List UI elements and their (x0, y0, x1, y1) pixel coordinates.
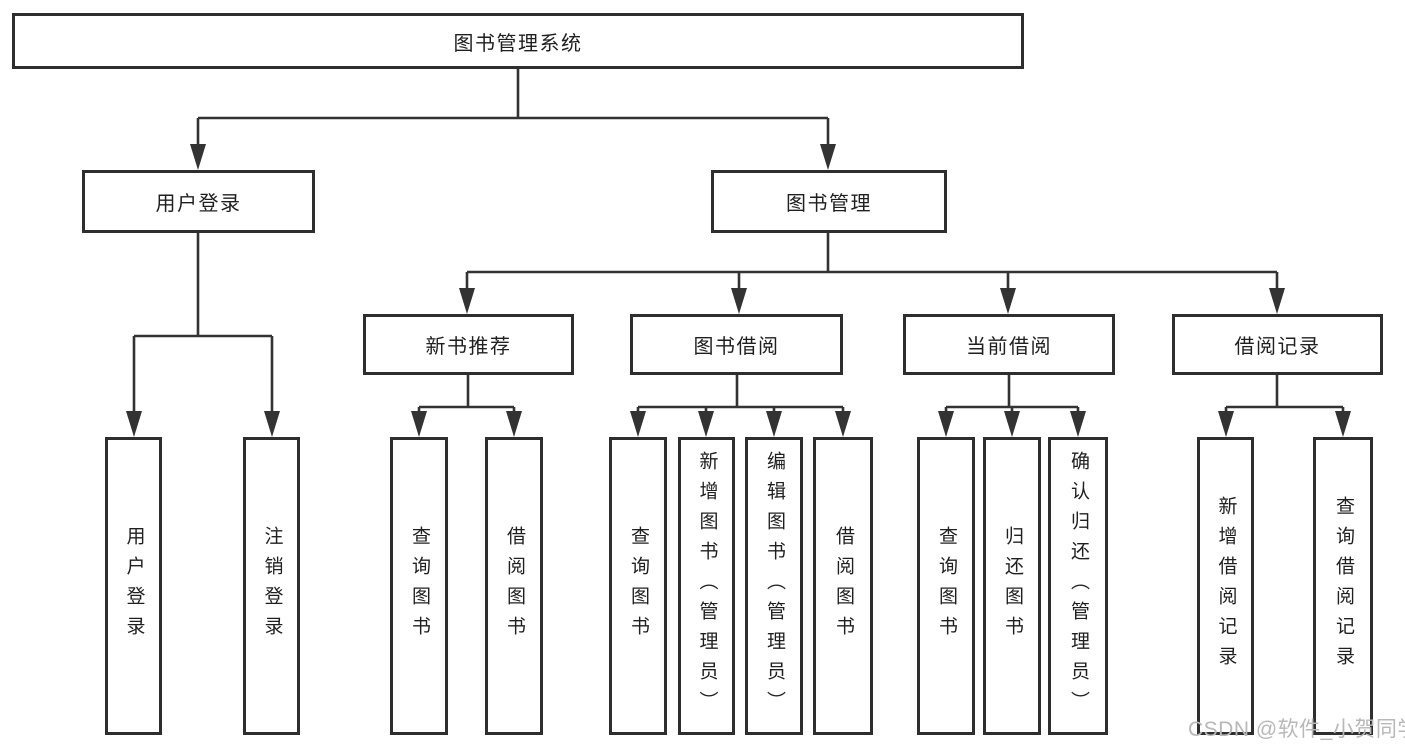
node-book-borrow-label: 图书借阅 (693, 336, 780, 358)
leaf-query-books-borrow-label: 查询图书 (627, 526, 649, 646)
leaf-borrow-books: 借阅图书 (813, 437, 873, 735)
leaf-add-borrow-record: 新增借阅记录 (1197, 437, 1254, 735)
arrowhead-icon (1218, 411, 1234, 437)
leaf-add-borrow-record-label: 新增借阅记录 (1215, 496, 1237, 676)
connector-borrow-records-children (1218, 375, 1351, 437)
leaf-add-books-admin-label: 新增图书（管理员） (696, 451, 718, 721)
arrowhead-icon (264, 411, 280, 437)
connector-book-management-children (459, 233, 1285, 314)
arrowhead-icon (835, 411, 851, 437)
node-borrow-records: 借阅记录 (1172, 314, 1383, 375)
arrowhead-icon (630, 411, 646, 437)
leaf-return-books-label: 归还图书 (1001, 526, 1023, 646)
node-book-management: 图书管理 (711, 170, 947, 233)
arrowhead-icon (1070, 411, 1086, 437)
leaf-add-books-admin: 新增图书（管理员） (678, 437, 735, 735)
leaf-query-borrow-record-label: 查询借阅记录 (1332, 496, 1354, 676)
leaf-return-books: 归还图书 (983, 437, 1041, 735)
node-current-borrow-label: 当前借阅 (966, 336, 1052, 358)
connector-user-login-children (126, 233, 280, 437)
leaf-logout-label: 注销登录 (261, 526, 283, 646)
node-book-borrow: 图书借阅 (630, 314, 843, 375)
arrowhead-icon (459, 288, 475, 314)
leaf-logout: 注销登录 (243, 437, 300, 735)
leaf-borrow-books-label: 借阅图书 (832, 526, 854, 646)
leaf-confirm-return-admin-label: 确认归还（管理员） (1067, 451, 1089, 721)
arrowhead-icon (1004, 411, 1020, 437)
leaf-query-books-recommend: 查询图书 (390, 437, 448, 735)
connector-current-borrow-children (938, 375, 1086, 437)
arrowhead-icon (1000, 288, 1016, 314)
node-new-book-recommend-label: 新书推荐 (425, 336, 512, 358)
node-borrow-records-label: 借阅记录 (1234, 336, 1321, 358)
leaf-borrow-books-recommend: 借阅图书 (485, 437, 543, 735)
node-library-system-label: 图书管理系统 (453, 32, 583, 55)
leaf-query-books-current: 查询图书 (917, 437, 975, 735)
leaf-borrow-books-recommend-label: 借阅图书 (503, 526, 525, 646)
node-user-login-label: 用户登录 (155, 193, 242, 215)
arrowhead-icon (126, 411, 142, 437)
csdn-watermark: CSDN @软件_小贺同学 (1188, 718, 1405, 741)
arrowhead-icon (1269, 288, 1285, 314)
node-new-book-recommend: 新书推荐 (363, 314, 574, 375)
connector-book-borrow-children (630, 375, 851, 437)
arrowhead-icon (411, 411, 427, 437)
node-library-system: 图书管理系统 (12, 13, 1024, 69)
leaf-query-borrow-record: 查询借阅记录 (1313, 437, 1373, 735)
arrowhead-icon (731, 288, 747, 314)
leaf-user-login-label: 用户登录 (123, 526, 145, 646)
arrowhead-icon (190, 144, 206, 170)
arrowhead-icon (698, 411, 714, 437)
connector-root-to-level2 (190, 69, 836, 170)
arrowhead-icon (766, 411, 782, 437)
arrowhead-icon (938, 411, 954, 437)
node-book-management-label: 图书管理 (786, 193, 872, 215)
leaf-query-books-borrow: 查询图书 (609, 437, 667, 735)
leaf-query-books-current-label: 查询图书 (935, 526, 957, 646)
leaf-confirm-return-admin: 确认归还（管理员） (1048, 437, 1108, 735)
arrowhead-icon (506, 411, 522, 437)
arrowhead-icon (1335, 411, 1351, 437)
arrowhead-icon (820, 144, 836, 170)
leaf-query-books-recommend-label: 查询图书 (408, 526, 430, 646)
leaf-edit-books-admin: 编辑图书（管理员） (745, 437, 803, 735)
node-user-login: 用户登录 (82, 170, 315, 233)
leaf-user-login: 用户登录 (105, 437, 162, 735)
node-current-borrow: 当前借阅 (903, 314, 1115, 375)
connector-new-book-children (411, 375, 522, 437)
leaf-edit-books-admin-label: 编辑图书（管理员） (763, 451, 785, 721)
